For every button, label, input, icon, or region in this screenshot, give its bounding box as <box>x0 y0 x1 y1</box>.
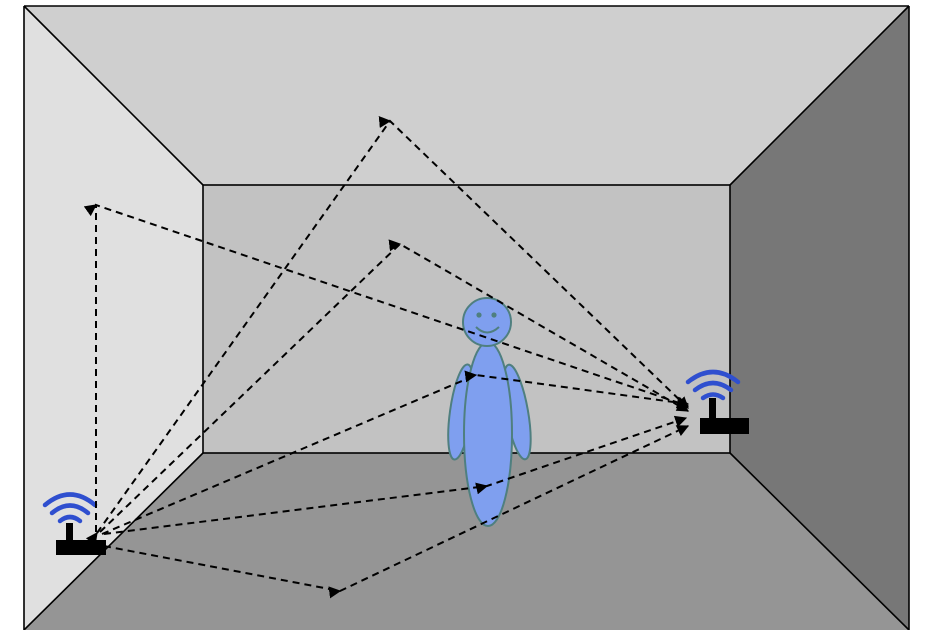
router-body <box>56 540 106 555</box>
wifi-wave-outer <box>685 369 741 385</box>
wifi-wave-middle <box>49 503 91 516</box>
right-wall <box>730 6 909 630</box>
wifi-signal-icon <box>685 369 741 401</box>
person-right-eye <box>491 312 497 318</box>
wifi-wave-middle <box>692 380 734 393</box>
person-head <box>462 297 512 347</box>
router-body <box>700 418 749 434</box>
receiver-router <box>685 369 749 434</box>
signal-paths <box>83 116 690 599</box>
person-left-eye <box>476 312 482 318</box>
wifi-wave-inner <box>57 514 83 524</box>
signal-path-back-wall-reflection <box>99 239 690 533</box>
router-antenna <box>66 523 73 543</box>
wifi-wave-inner <box>700 392 726 401</box>
room-edge <box>729 5 910 186</box>
router-antenna <box>709 398 716 420</box>
signal-path-person-reflection <box>101 370 690 535</box>
signal-path-floor-reflection <box>103 425 690 599</box>
person-body <box>463 341 513 527</box>
room-edge <box>729 452 910 630</box>
